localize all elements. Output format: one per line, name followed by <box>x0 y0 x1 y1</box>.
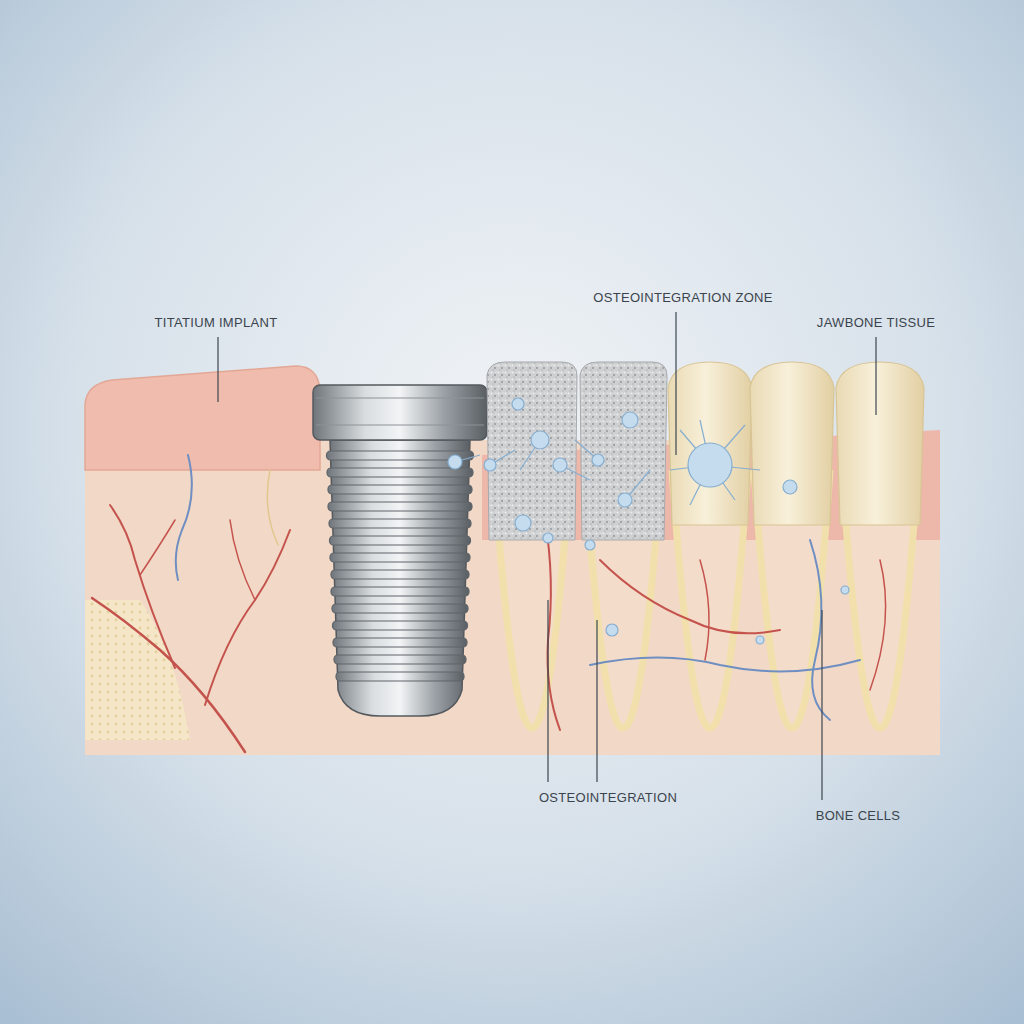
part-label: BONE CELLS <box>816 808 901 824</box>
bone-patch <box>85 600 190 740</box>
part-label: JAWBONE TISSUE <box>817 315 935 331</box>
part-label: OSTEOINTEGRATION ZONE <box>593 290 772 306</box>
part-label: OSTEOINTEGRATION <box>539 790 677 806</box>
gum-left <box>85 366 320 470</box>
teeth <box>668 362 924 525</box>
leader-lines <box>218 312 876 800</box>
titanium-implant <box>313 385 487 716</box>
part-label: TITATIUM IMPLANT <box>155 315 278 331</box>
bone-cells <box>448 398 849 644</box>
